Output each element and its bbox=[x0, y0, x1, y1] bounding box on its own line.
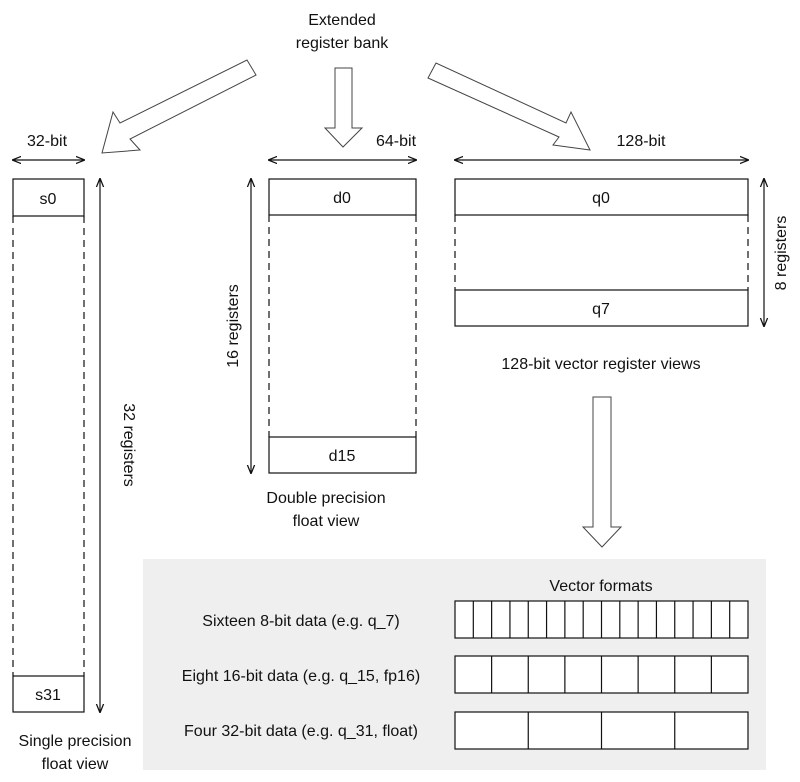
vector-lanes-group bbox=[454, 600, 749, 750]
vector-row-label-8bit: Sixteen 8-bit data (e.g. q_7) bbox=[202, 613, 399, 630]
vector-formats-title: Vector formats bbox=[549, 578, 652, 595]
single-caption-line-1: Single precision bbox=[19, 733, 132, 750]
vector-row-label-16bit: Eight 16-bit data (e.g. q_15, fp16) bbox=[182, 668, 420, 685]
register-s31-label: s31 bbox=[35, 687, 61, 704]
quad-caption: 128-bit vector register views bbox=[501, 356, 700, 373]
header-line-2: register bank bbox=[296, 35, 389, 52]
register-box-s31 bbox=[12, 675, 85, 713]
register-q7-label: q7 bbox=[592, 301, 610, 318]
quad-count-label: 8 registers bbox=[773, 216, 790, 291]
register-q0-label: q0 bbox=[592, 190, 610, 207]
single-caption-line-2: float view bbox=[42, 756, 109, 773]
register-box-s0 bbox=[12, 178, 85, 217]
vector-row-label-32bit: Four 32-bit data (e.g. q_31, float) bbox=[184, 723, 418, 740]
double-width-label: 64-bit bbox=[376, 133, 417, 150]
register-d0-label: d0 bbox=[333, 190, 351, 207]
register-box-q7 bbox=[454, 289, 749, 327]
double-count-label: 16 registers bbox=[225, 284, 242, 368]
header-line-1: Extended bbox=[308, 12, 376, 29]
hollow-arrow-down-vector-icon bbox=[581, 396, 623, 548]
hollow-arrow-right-icon bbox=[427, 62, 591, 151]
single-width-label: 32-bit bbox=[27, 133, 68, 150]
quad-width-label: 128-bit bbox=[617, 133, 666, 150]
double-caption-line-1: Double precision bbox=[266, 490, 385, 507]
register-box-q0 bbox=[454, 178, 749, 216]
register-s0-label: s0 bbox=[40, 191, 57, 208]
single-count-label: 32 registers bbox=[120, 403, 137, 487]
register-box-d0 bbox=[268, 178, 417, 216]
hollow-arrow-down-icon bbox=[323, 67, 364, 148]
register-d15-label: d15 bbox=[329, 448, 356, 465]
double-caption-line-2: float view bbox=[293, 513, 360, 530]
hollow-arrow-left-icon bbox=[101, 59, 257, 154]
register-box-d15 bbox=[268, 436, 417, 474]
